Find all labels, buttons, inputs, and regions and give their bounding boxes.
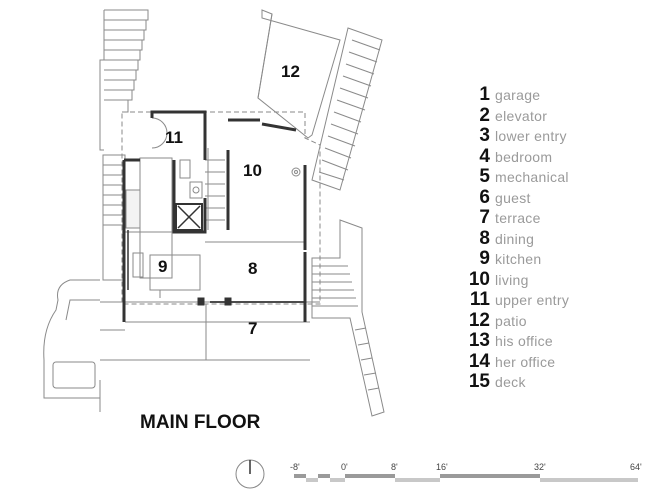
- legend-item: 2 elevator: [462, 104, 642, 127]
- right-lower-stairs: [311, 219, 385, 417]
- scale-label: 16': [436, 462, 448, 472]
- legend-item: 6 guest: [462, 186, 642, 209]
- legend-label: his office: [495, 333, 553, 349]
- legend-label: kitchen: [495, 251, 542, 267]
- legend-item: 4 bedroom: [462, 145, 642, 168]
- scale-label: 0': [341, 462, 348, 472]
- room-label-12: 12: [281, 62, 300, 81]
- legend-label: patio: [495, 312, 527, 329]
- legend-label: lower entry: [495, 128, 567, 144]
- legend-label: terrace: [495, 210, 541, 226]
- legend-item: 13 his office: [462, 331, 642, 352]
- drawing-title: MAIN FLOOR: [140, 412, 261, 433]
- legend-number: 1: [479, 84, 490, 105]
- legend-label: dining: [495, 230, 535, 247]
- walls: [122, 110, 307, 322]
- patio-outline: [257, 9, 341, 139]
- chimney-stack: [99, 9, 149, 151]
- legend-number: 4: [479, 145, 490, 167]
- room-label-10: 10: [243, 161, 262, 180]
- legend-label: guest: [495, 189, 531, 206]
- legend-item: 9 kitchen: [462, 249, 642, 270]
- legend-label: bedroom: [495, 148, 553, 165]
- legend-item: 10 living: [462, 268, 642, 291]
- legend-number: 15: [468, 371, 490, 392]
- scale-label: -8': [290, 462, 300, 472]
- scale-label: 64': [630, 462, 642, 472]
- legend-item: 3 lower entry: [462, 126, 642, 147]
- legend-item: 11 upper entry: [462, 290, 642, 311]
- legend-item: 12 patio: [462, 309, 642, 332]
- legend-number: 9: [479, 248, 490, 269]
- legend-number: 7: [479, 207, 490, 228]
- interior-lines: [100, 117, 320, 360]
- north-arrow-icon: [235, 459, 265, 489]
- legend-number: 11: [469, 289, 490, 310]
- legend-label: garage: [495, 87, 541, 103]
- legend-label: upper entry: [495, 292, 570, 308]
- scale-label: 32': [534, 462, 546, 472]
- legend-item: 8 dining: [462, 227, 642, 250]
- lower-left-structure: [43, 279, 310, 412]
- left-stairs: [102, 154, 126, 281]
- legend-number: 12: [468, 309, 490, 331]
- legend-number: 6: [479, 186, 490, 208]
- legend-label: mechanical: [495, 169, 569, 185]
- scale-bar: [294, 474, 638, 482]
- room-label-9: 9: [158, 257, 167, 276]
- roof-outline: [121, 111, 321, 305]
- legend-label: deck: [495, 374, 526, 390]
- legend-number: 10: [468, 268, 490, 290]
- legend-number: 14: [468, 350, 490, 372]
- legend-number: 8: [479, 227, 490, 249]
- legend-item: 5 mechanical: [462, 167, 642, 188]
- legend-item: 14 her office: [462, 350, 642, 373]
- legend-number: 5: [479, 166, 490, 187]
- legend-number: 13: [468, 330, 490, 351]
- legend-label: elevator: [495, 107, 548, 124]
- legend-item: 7 terrace: [462, 208, 642, 229]
- room-label-11: 11: [165, 128, 183, 147]
- legend-label: living: [495, 271, 529, 288]
- room-label-7: 7: [248, 319, 257, 338]
- scale-label: 8': [391, 462, 398, 472]
- legend-label: her office: [495, 353, 556, 370]
- legend-item: 1 garage: [462, 85, 642, 106]
- right-diagonal-stairs: [311, 27, 383, 191]
- legend-number: 3: [479, 125, 490, 146]
- room-label-8: 8: [248, 259, 257, 278]
- legend-item: 15 deck: [462, 372, 642, 393]
- legend-number: 2: [479, 104, 490, 126]
- room-legend: 1 garage 2 elevator 3 lower entry 4 bedroom 5 mec…: [462, 85, 642, 393]
